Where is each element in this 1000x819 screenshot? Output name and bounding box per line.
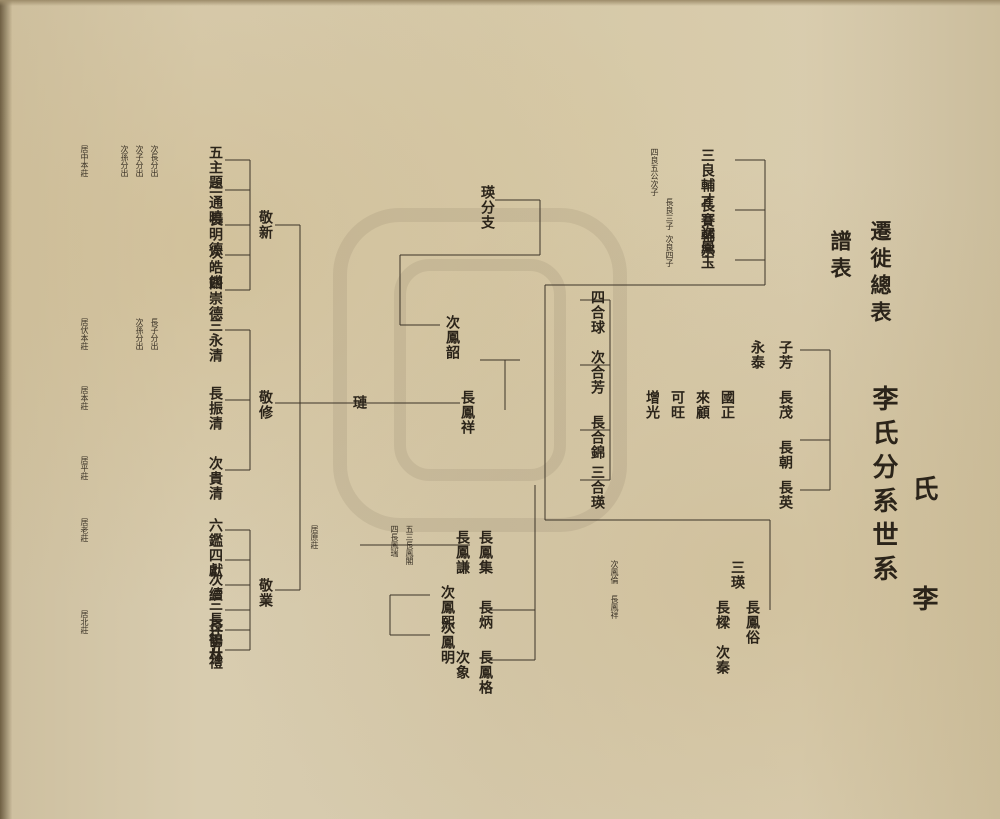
node-fengge: 長鳳格 — [477, 650, 493, 695]
title-sub2: 譜表 — [828, 230, 853, 284]
node-haoqiang: 次皓鏘 — [207, 245, 223, 290]
note-bottom-3: 居原莊 — [310, 525, 319, 549]
node-tongxiao: 三通曉 — [207, 180, 223, 225]
node-text-laigu: 來顧 — [694, 390, 710, 420]
node-jingye: 敬業 — [257, 578, 273, 608]
note-left-9: 居平莊 — [80, 456, 89, 480]
node-hefang: 次合芳 — [589, 350, 605, 395]
node-jingxiu: 敬修 — [257, 390, 273, 420]
title-surname: 李 — [908, 585, 938, 619]
node-fengxi: 次鳳熙 — [439, 585, 455, 630]
note-left-8: 居本莊 — [80, 386, 89, 410]
note-lower-2: 長鳳祥 — [610, 595, 619, 619]
node-cixiang: 次象 — [454, 650, 470, 680]
node-chongde: 四崇德 — [207, 276, 223, 321]
note-left-4: 長子分出 — [150, 318, 159, 350]
node-fengxiang: 長鳳祥 — [459, 390, 475, 435]
note-left-10: 居老莊 — [80, 518, 89, 542]
node-mingde: 長明德 — [207, 212, 223, 257]
node-text-yongtai: 永泰 — [749, 340, 765, 370]
title-main: 李氏分系世系 — [868, 385, 898, 589]
watermark-seal — [333, 208, 627, 532]
node-guiqing: 次貴清 — [207, 456, 223, 501]
node-lian: 璉 — [351, 395, 367, 410]
node-fengming: 次鳳明 — [439, 620, 455, 665]
node-changliang: 長樑 — [714, 600, 730, 630]
node-heqiu: 四合球 — [589, 290, 605, 335]
node-text-guozheng: 國正 — [719, 390, 735, 420]
note-2: 長良三子 — [665, 198, 674, 230]
note-left-2: 次子分出 — [135, 145, 144, 177]
node-jingxin: 敬新 — [257, 210, 273, 240]
node-sanying: 三瑛 — [729, 560, 745, 590]
node-ciqin: 次秦 — [714, 645, 730, 675]
note-lower-1: 次鳳倫 — [610, 560, 619, 584]
node-wuli: 五禮 — [207, 640, 223, 670]
note-left-6: 居中本莊 — [80, 145, 89, 177]
node-ying-branch: 瑛分支 — [479, 185, 495, 230]
node-fengsu: 長鳳俗 — [744, 600, 760, 645]
node-fengshao: 次鳳韶 — [444, 315, 460, 360]
node-fengqian: 長鳳謙 — [454, 530, 470, 575]
node-zifang: 子芳 — [777, 340, 793, 370]
node-changhu: 三長祜 — [207, 597, 223, 642]
node-fengyu: 次鳳玉 — [699, 225, 715, 270]
note-bottom-2: 四長鳳瑞 — [390, 525, 399, 557]
node-yongqing: 三永清 — [207, 318, 223, 363]
node-cixu: 次續 — [207, 572, 223, 602]
note-bottom-1: 五三長鳳閣 — [405, 525, 414, 565]
node-liangfu: 三良輔才 — [699, 148, 715, 208]
title-sub: 遷徙總表 — [868, 220, 893, 328]
node-hejin: 長合錦 — [589, 415, 605, 460]
node-text-kewang: 可旺 — [669, 390, 685, 420]
node-helin: 長鶴林 — [207, 618, 223, 663]
node-fengji: 長鳳集 — [477, 530, 493, 575]
node-changbing: 長炳 — [477, 600, 493, 630]
paper-edge-left — [0, 0, 12, 819]
node-zhuti: 五主題 — [207, 145, 223, 190]
paper-edge-top — [0, 0, 1000, 6]
node-changmao: 長茂 — [777, 390, 793, 420]
note-left-5: 次孫分出 — [135, 318, 144, 350]
node-zhenqing: 長振清 — [207, 386, 223, 431]
title-clan: 氏 — [908, 475, 938, 509]
note-left-3: 次孫分出 — [120, 145, 129, 177]
note-1: 四良五公次子 — [650, 148, 659, 196]
note-left-1: 次長分出 — [150, 145, 159, 177]
note-left-11: 居北莊 — [80, 610, 89, 634]
node-liujian: 六鑑 — [207, 518, 223, 548]
node-heying: 三合瑛 — [589, 465, 605, 510]
node-saifu: 長賽輔宗 — [699, 198, 715, 258]
node-changchao: 長朝 — [777, 440, 793, 470]
note-left-7: 居伏本莊 — [80, 318, 89, 350]
note-3: 次良四子 — [665, 235, 674, 267]
node-text-zengguang: 增光 — [644, 390, 660, 420]
node-changying: 長英 — [777, 480, 793, 510]
node-sixian: 四獻 — [207, 548, 223, 578]
